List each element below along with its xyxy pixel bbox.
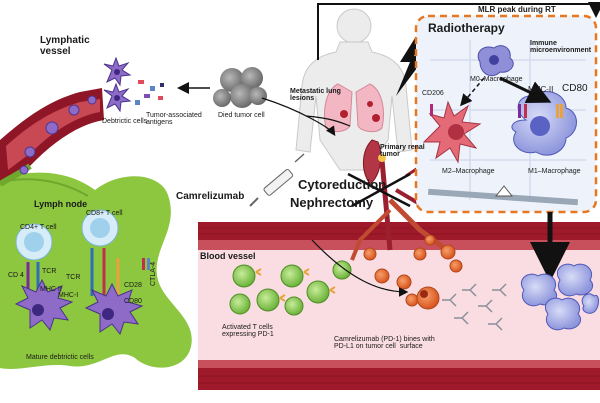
activated-t-cells-label: Activated T cells expressing PD-1 [222,324,274,339]
died-tumor-cell-label: Died tumor cell [218,112,265,119]
radiotherapy-label: Radiotherapy [428,21,505,35]
activated-t-cells [229,260,352,316]
radiation-bolt-icon [396,30,432,96]
nephrectomy-label: Nephrectomy [290,195,374,210]
mhc-ii-node-label: MHC II [40,286,62,293]
m0-macrophage-cell [477,45,514,77]
blood-vessel-label: Blood vessel [200,251,256,261]
immune-microenvironment-label: Immune microenvironment [530,40,592,55]
cd4-t-cell-label: CD4+ T cell [20,224,57,231]
dendritic-cells-label: Debtrictic cells [102,118,148,125]
cd80-label: CD80 [562,83,588,94]
camrelizumab-binds-label: Camrelizumab (PD-1) bines with PD-L1 on … [334,336,435,351]
cd206-label: CD206 [422,90,444,97]
kidney-vessels [350,139,463,307]
arrow-lung-to-tumor [261,97,336,136]
antibody-glyphs [442,283,507,331]
tumor-cell-pdl1 [416,286,440,310]
mhc-ii-label: MHC-II [528,85,554,94]
cd80-node-label: CD80 [124,298,142,305]
cross-mark-icon [347,172,411,208]
m2-macrophage-label: M2–Macrophage [442,168,495,175]
mature-dendritic-cells [14,278,144,336]
m1-macrophage-label: M1–Macrophage [528,168,581,175]
tcr-label-2: TCR [66,274,81,281]
receptor-glyphs [430,104,563,118]
vessel-macrophages [520,263,599,331]
ctla4-label: CTLA-4 [150,261,157,286]
died-tumor-cell [213,67,267,108]
human-silhouette [295,8,413,171]
arrow-m0-to-m1 [499,76,552,104]
cd8-t-cell [81,209,119,247]
radiotherapy-box [414,14,598,214]
m0-macrophage-label: M0–Macrophage [470,76,523,83]
mature-dendritic-label: Mature debtrictic cells [26,354,94,361]
dendritic-cell-group [19,95,97,175]
mlr-peak-label: MLR peak during RT [478,5,556,14]
cytoreduction-label: Cytoreduction [298,177,387,192]
lymphatic-vessel-label: Lymphatic vessel [40,35,90,57]
cd4-label: CD 4 [8,272,24,279]
arrow-m0-to-m2 [460,77,485,107]
pd1-receptors [255,268,336,302]
cd8-t-cell-label: CD8+ T cell [86,210,123,217]
dendritic-cells-top [103,56,132,113]
primary-renal-tumor-label: Primary renal tumor [380,144,425,159]
lymph-node-label: Lymph node [34,199,88,209]
cd28-label: CD28 [124,282,142,289]
ctla4-glyph [142,258,150,270]
cd4-t-cell [15,223,53,261]
feedback-bracket [317,2,600,60]
receptor-stalks [26,248,120,296]
syringe-icon [249,153,305,207]
tcr-label-1: TCR [42,268,57,275]
leader-lung [305,115,351,127]
metastatic-lesions-label: Metastatic lung lesions [290,88,341,103]
camrelizumab-label: Camrelizumab [176,191,245,202]
mhc-i-node-label: MHC-I [58,292,79,299]
tumor-antigens-label: Tumor-associated antigens [146,112,202,127]
tumor-antigens-glyphs [135,80,164,105]
arrow-camrelizumab [311,239,409,297]
m2-macrophage-cell [422,100,482,164]
balance-seesaw [427,185,579,206]
